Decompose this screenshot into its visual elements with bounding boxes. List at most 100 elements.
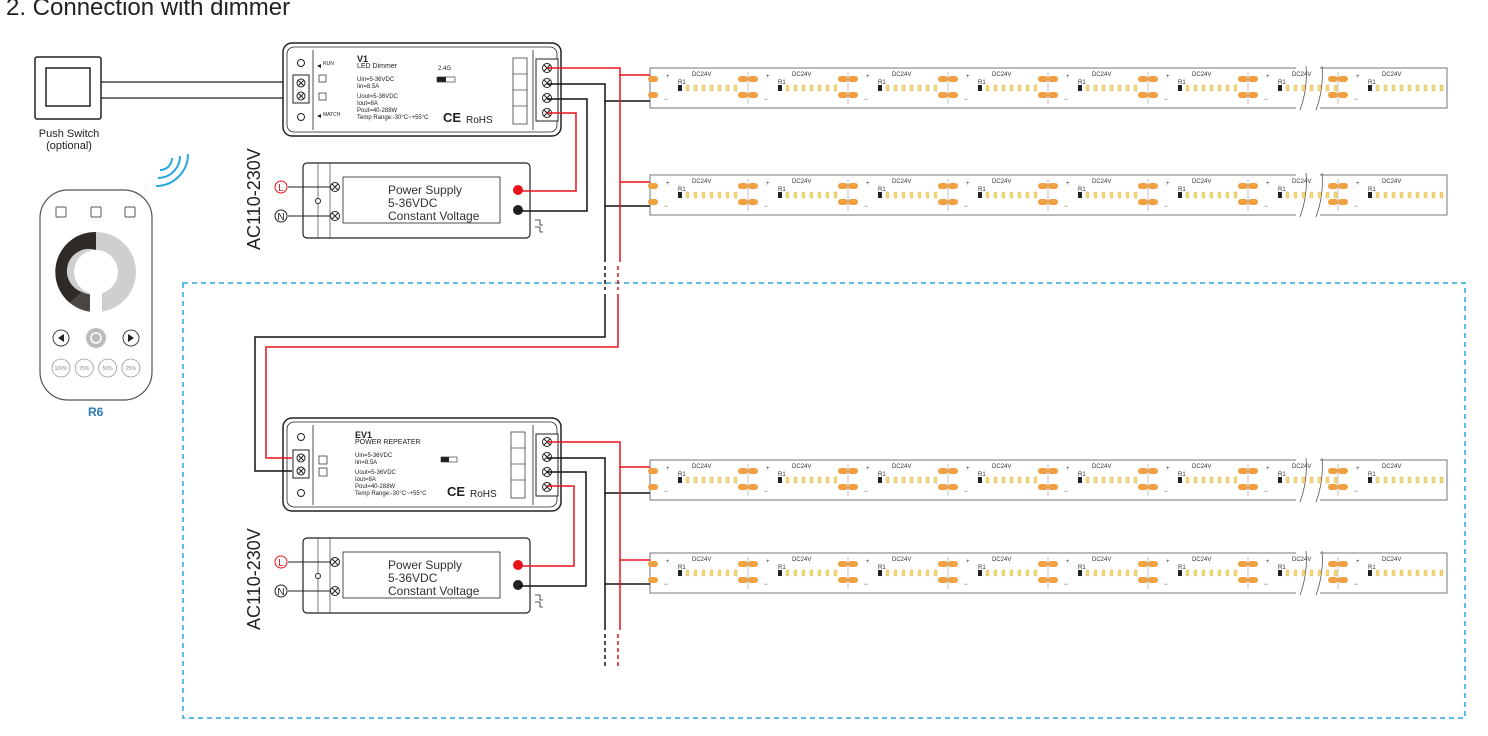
copper-pad (1338, 183, 1348, 189)
red-wire (265, 294, 619, 459)
led-chip (785, 476, 790, 484)
strip-minus: − (1164, 489, 1168, 495)
copper-pad (948, 76, 958, 82)
copper-pad (948, 561, 958, 567)
strip-plus: + (866, 181, 870, 187)
strip-resistor-label: R1 (1078, 80, 1086, 86)
copper-pad (838, 199, 848, 205)
led-chip (733, 569, 738, 577)
strip-voltage: DC24V (692, 179, 711, 185)
led-chip (817, 84, 822, 92)
psu-junction (315, 573, 321, 579)
led-chip (825, 84, 830, 92)
v1-terminals (542, 63, 552, 118)
led-chip (1325, 84, 1330, 92)
copper-pad (1138, 468, 1148, 474)
copper-pad (1048, 484, 1058, 490)
strip-voltage: DC24V (992, 464, 1011, 470)
copper-pad (1338, 468, 1348, 474)
led-chip (1431, 191, 1436, 199)
strip-resistor-label: R1 (978, 472, 986, 478)
copper-pad (938, 76, 948, 82)
strip-voltage: DC24V (1192, 179, 1211, 185)
led-chip (1325, 476, 1330, 484)
led-chip (993, 569, 998, 577)
copper-pad (748, 484, 758, 490)
strip-voltage: DC24V (1092, 179, 1111, 185)
strip-resistor-label: R1 (1178, 80, 1186, 86)
led-chip (1109, 569, 1114, 577)
strip-plus: + (766, 74, 770, 80)
strip-plus: + (1066, 559, 1070, 565)
led-chip (1415, 476, 1420, 484)
led-chip (1109, 191, 1114, 199)
led-chip (1185, 191, 1190, 199)
copper-pad (1338, 199, 1348, 205)
led-chip (1293, 84, 1298, 92)
copper-pad (838, 577, 848, 583)
strip-voltage: DC24V (992, 72, 1011, 78)
copper-pad (948, 183, 958, 189)
copper-pad (748, 577, 758, 583)
strip-resistor-label: R1 (778, 187, 786, 193)
led-chip (793, 476, 798, 484)
led-chip (1407, 476, 1412, 484)
led-chip (1001, 84, 1006, 92)
copper-pad (1038, 468, 1048, 474)
copper-pad (848, 92, 858, 98)
terminal-cross (543, 94, 551, 102)
resistor (1368, 570, 1372, 576)
led-chip (1285, 569, 1290, 577)
resistor (1078, 85, 1082, 91)
copper-pad (1138, 183, 1148, 189)
led-chip (1125, 569, 1130, 577)
led-chip (1317, 191, 1322, 199)
led-chip (1407, 569, 1412, 577)
led-chip (801, 84, 806, 92)
strip-voltage: DC24V (792, 557, 811, 563)
strip-minus: − (764, 582, 768, 588)
led-chip (925, 191, 930, 199)
terminal-cross (543, 483, 551, 491)
strip-voltage: DC24V (1382, 557, 1401, 563)
copper-pad (1048, 561, 1058, 567)
led-chip (885, 476, 890, 484)
strip-resistor-label: R1 (678, 80, 686, 86)
psu2-text: Power Supply 5-36VDC Constant Voltage (388, 559, 479, 598)
led-chip (1209, 84, 1214, 92)
led-chip (1001, 476, 1006, 484)
led-chip (1375, 191, 1380, 199)
strip-resistor-label: R1 (1078, 565, 1086, 571)
copper-pad (748, 468, 758, 474)
led-chip (1201, 569, 1206, 577)
copper-pad (848, 199, 858, 205)
strip-minus: − (964, 204, 968, 210)
strip-minus: − (1064, 204, 1068, 210)
copper-pad (748, 183, 758, 189)
v1-rohs-mark: RoHS (466, 115, 493, 126)
remote-r6[interactable]: 100%75%50%25% (39, 189, 153, 401)
led-chip (825, 191, 830, 199)
v1-spec-iout: Iout=8A (357, 101, 378, 107)
led-chip (1201, 191, 1206, 199)
strip-voltage: DC24V (1382, 179, 1401, 185)
strip-resistor-label: R1 (1368, 472, 1376, 478)
led-chip (1185, 476, 1190, 484)
copper-pad (738, 199, 748, 205)
copper-pad (1338, 484, 1348, 490)
dc-negative-output (513, 205, 523, 215)
led-chip (1193, 84, 1198, 92)
led-chip (893, 476, 898, 484)
black-wire (604, 101, 650, 207)
push-switch[interactable] (34, 56, 286, 120)
resistor (1278, 192, 1282, 198)
strip-voltage: DC24V (1292, 179, 1311, 185)
led-chip (1293, 569, 1298, 577)
strip-plus: + (1166, 559, 1170, 565)
strip-minus: − (664, 582, 668, 588)
led-chip (801, 191, 806, 199)
led-chip (925, 569, 930, 577)
strip-plus: + (966, 466, 970, 472)
strip-plus: + (966, 74, 970, 80)
led-chip (1309, 84, 1314, 92)
